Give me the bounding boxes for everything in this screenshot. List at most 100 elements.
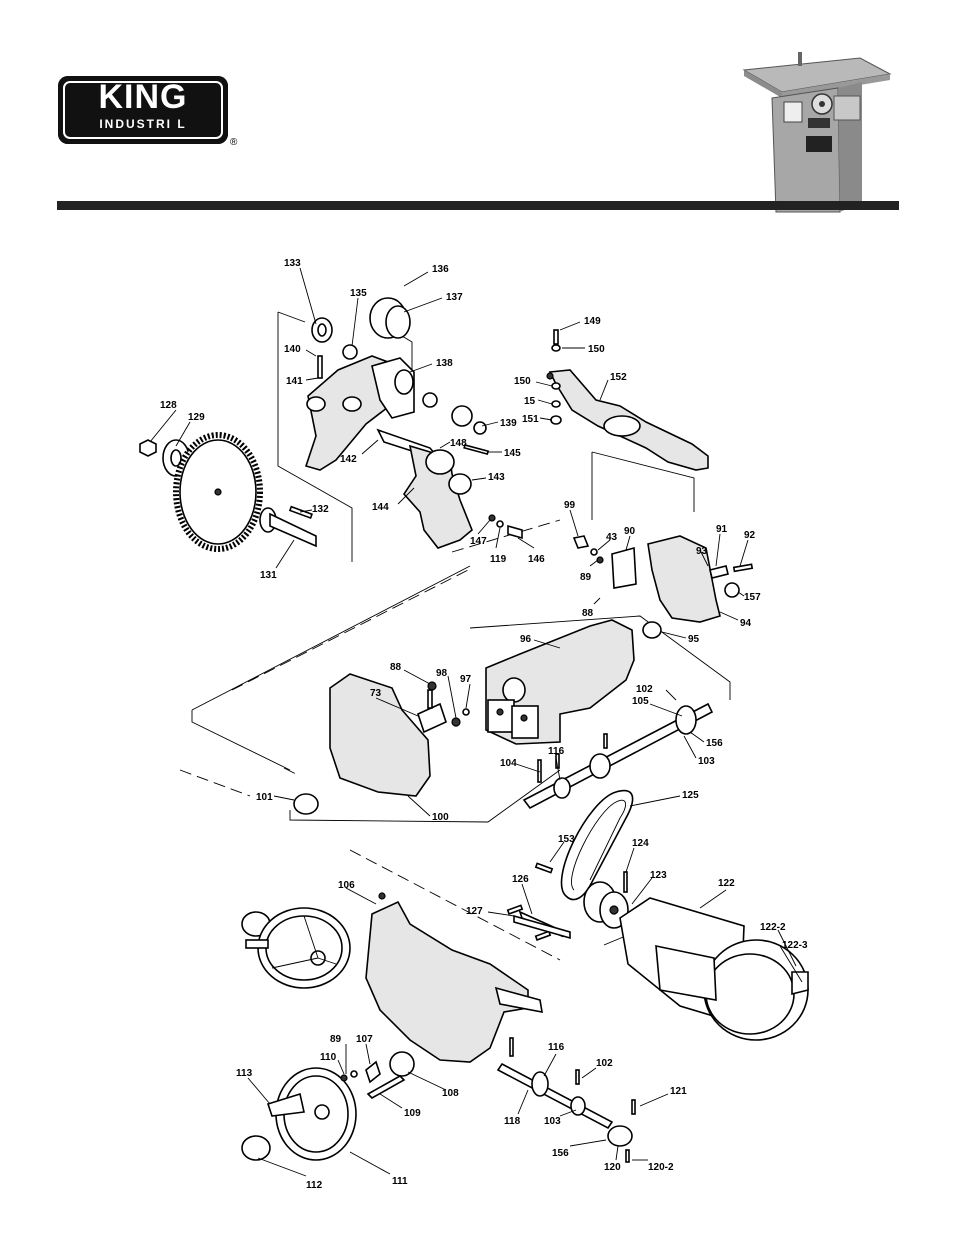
part-label: 94 [740,618,752,629]
part-label: 95 [688,634,700,645]
part-label: 141 [286,376,303,387]
motor-assembly [583,871,809,1041]
assembly-guide-lines [179,311,731,961]
drive-belt [534,789,634,901]
part-label: 116 [548,746,565,757]
part-label: 116 [548,1042,565,1053]
part-label: 101 [256,792,273,803]
part-label: 103 [544,1116,561,1127]
part-label: 122 [718,878,735,889]
part-label: 112 [306,1180,323,1191]
part-label: 118 [504,1116,521,1127]
leader-lines [149,267,803,1177]
upper-handwheel [241,907,351,989]
part-label: 102 [636,684,653,695]
part-label: 88 [390,662,402,673]
part-label: 145 [504,448,521,459]
part-label: 132 [312,504,329,515]
part-label: 107 [356,1034,373,1045]
part-label: 97 [460,674,472,685]
logo-border [63,81,223,139]
part-label: 131 [260,570,277,581]
arbor-bracket [304,297,523,549]
part-label: 126 [512,874,529,885]
part-label: 119 [490,554,507,565]
part-label: 89 [580,572,592,583]
part-label: 150 [588,344,605,355]
part-label: 138 [436,358,453,369]
part-label: 104 [500,758,517,769]
part-label: 149 [584,316,601,327]
part-label: 139 [500,418,517,429]
part-label: 121 [670,1086,687,1097]
front-bracket [365,892,564,1063]
part-label: 102 [596,1058,613,1069]
part-label: 122-2 [760,922,786,933]
logo-brand-text: KING [98,78,188,116]
part-label: 133 [284,258,301,269]
saw-blade-assembly [139,432,317,552]
lower-shaft-assembly [522,702,714,810]
part-label: 89 [330,1034,342,1045]
part-label: 156 [706,738,723,749]
part-label: 144 [372,502,389,513]
lower-handwheel [241,1067,357,1161]
part-label: 15 [524,396,536,407]
part-label: 92 [744,530,756,541]
part-label: 156 [552,1148,569,1159]
part-label: 147 [470,536,487,547]
part-label: 88 [582,608,594,619]
part-label: 98 [436,668,448,679]
part-label: 100 [432,812,449,823]
part-label: 148 [450,438,467,449]
part-label: 152 [610,372,627,383]
part-label: 90 [624,526,636,537]
part-label: 111 [392,1176,408,1187]
part-label: 109 [404,1108,421,1119]
part-label: 91 [716,524,728,535]
part-label: 157 [744,592,761,603]
tilt-bracket [293,673,470,815]
part-label: 73 [370,688,382,699]
part-label: 137 [446,292,463,303]
part-number-labels: 133 136 135 137 149 150 140 141 138 150 … [160,258,808,1191]
part-label: 120-2 [648,1162,674,1173]
part-label: 127 [466,906,483,917]
part-label: 151 [522,414,539,425]
brand-logo: KING INDUSTRI L [58,76,228,144]
part-label: 123 [650,870,667,881]
part-label: 129 [188,412,205,423]
rear-trunnion [546,329,709,471]
part-label: 146 [528,554,545,565]
part-label: 93 [696,546,708,557]
part-label: 96 [520,634,532,645]
lock-assembly [340,1051,415,1099]
part-label: 108 [442,1088,459,1099]
part-label: 125 [682,790,699,801]
part-label: 143 [488,472,505,483]
part-label: 128 [160,400,177,411]
part-label: 99 [564,500,576,511]
part-label: 113 [236,1068,253,1079]
part-label: 150 [514,376,531,387]
part-label: 43 [606,532,618,543]
part-label: 110 [320,1052,337,1063]
front-trunnion [572,535,754,639]
part-label: 136 [432,264,449,275]
part-label: 122-3 [782,940,808,951]
part-label: 142 [340,454,357,465]
part-label: 105 [632,696,649,707]
part-label: 120 [604,1162,621,1173]
table-saw-photo [742,52,892,213]
cradle [485,619,635,745]
part-label: 153 [558,834,575,845]
part-label: 106 [338,880,355,891]
header-rule [57,201,899,210]
part-label: 103 [698,756,715,767]
part-label: 135 [350,288,367,299]
registered-mark: ® [230,137,238,148]
logo-subtitle-text: INDUSTRI L [99,117,187,131]
part-label: 124 [632,838,649,849]
part-label: 140 [284,344,301,355]
